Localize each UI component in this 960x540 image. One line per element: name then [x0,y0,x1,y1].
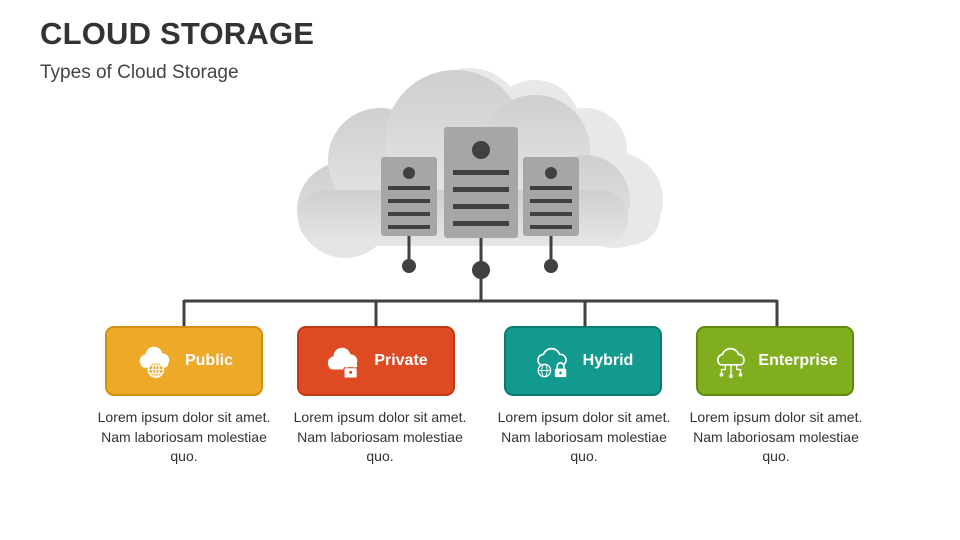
cloud-globe-lock-icon [536,347,567,378]
card-public: Public [105,326,263,396]
server-connectors [402,236,558,279]
card-hybrid: Hybrid [504,326,662,396]
server-icon-right [523,157,579,236]
card-label-public: Public [184,352,233,369]
cloud-globe-icon [139,346,170,378]
server-icon-left [381,157,437,236]
page-title: CLOUD STORAGE [40,16,315,51]
card-description-enterprise: Lorem ipsum dolor sit amet. Nam laborios… [689,409,863,464]
card-description-public: Lorem ipsum dolor sit amet. Nam laborios… [97,409,271,464]
card-label-private: Private [374,352,428,369]
card-enterprise: Enterprise [696,326,854,396]
card-label-enterprise: Enterprise [758,352,838,369]
card-description-hybrid: Lorem ipsum dolor sit amet. Nam laborios… [497,409,671,464]
cloud-network-icon [717,347,746,379]
server-icon-center [444,127,518,238]
cloud-lock-icon [328,347,359,379]
card-description-private: Lorem ipsum dolor sit amet. Nam laborios… [293,409,467,464]
tree-connector-lines [182,278,779,326]
card-label-hybrid: Hybrid [582,352,634,369]
page-subtitle: Types of Cloud Storage [40,62,239,83]
card-private: Private [297,326,455,396]
